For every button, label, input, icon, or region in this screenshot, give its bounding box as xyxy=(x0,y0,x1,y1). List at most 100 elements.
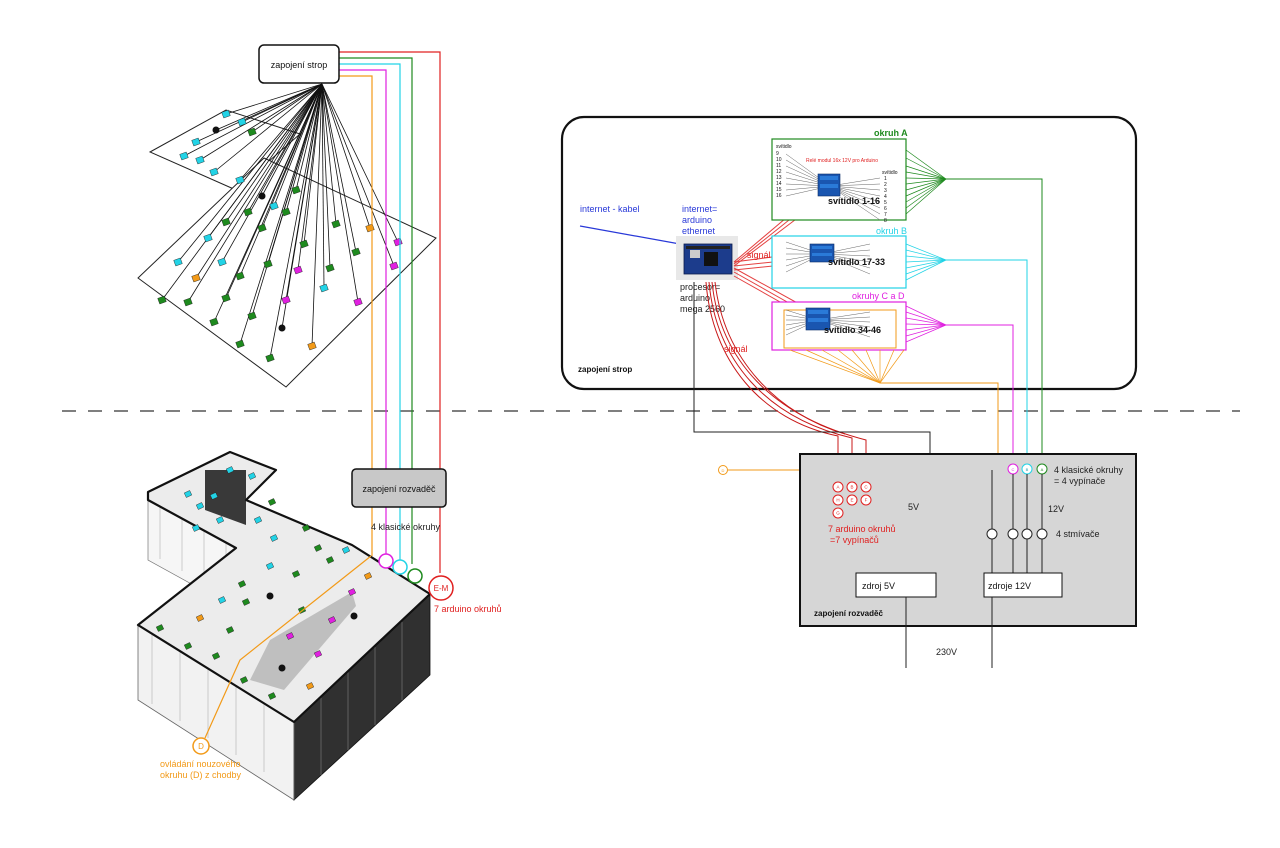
arduino-ethernet-1: internet= xyxy=(682,204,717,214)
ceiling-wire xyxy=(213,83,323,173)
ceiling-light xyxy=(247,311,257,321)
ceiling-wire xyxy=(195,83,323,279)
output-wire xyxy=(905,259,947,275)
output-wire xyxy=(805,349,881,384)
ceiling-light xyxy=(235,175,245,185)
classic-switch-b-label: B xyxy=(1026,467,1029,472)
ceiling-light xyxy=(331,219,341,229)
ceiling-wire xyxy=(321,83,325,289)
circuit-risers xyxy=(338,51,441,573)
ceiling-light xyxy=(265,353,275,363)
ceiling-light xyxy=(183,297,193,307)
psu-12v xyxy=(983,572,1063,598)
output-fans xyxy=(789,149,947,384)
arduino-switch xyxy=(846,481,858,493)
module-a-right-number: 2 xyxy=(884,182,887,188)
output-wire xyxy=(905,171,947,180)
ceiling-light xyxy=(299,239,309,249)
dimmers-label: 4 stmívače xyxy=(1056,529,1100,539)
floor-light xyxy=(241,598,251,606)
floor-light xyxy=(313,650,323,658)
ceiling-plan xyxy=(137,83,437,388)
arduino-switch-line2: =7 vypínačů xyxy=(830,535,879,545)
floor-light xyxy=(285,632,295,640)
ceiling-light xyxy=(221,293,231,303)
floor-light xyxy=(325,556,335,564)
floor-light xyxy=(155,624,165,632)
arduino-circuits-label: 7 arduino okruhů xyxy=(434,604,502,614)
ceiling-light xyxy=(258,192,266,200)
ceiling-wire xyxy=(281,83,323,329)
ceiling-wire xyxy=(213,83,323,323)
arduino-switch xyxy=(832,494,844,506)
arduino-switch-line1: 7 arduino okruhů xyxy=(828,524,896,534)
ceiling-light xyxy=(269,201,279,211)
ceiling-light xyxy=(209,317,219,327)
ceiling-wire xyxy=(239,83,323,277)
panel-title: zapojení rozvaděč xyxy=(814,609,883,618)
dimmer-bus xyxy=(991,470,1043,574)
ceiling-light xyxy=(209,167,219,177)
arduino-board xyxy=(676,236,738,280)
classic-switch-c-label: C xyxy=(1012,467,1015,472)
output-wire xyxy=(905,177,947,180)
dimmer-4 xyxy=(1036,528,1048,540)
ceiling-wire xyxy=(295,83,323,191)
arduino-switch-label: G xyxy=(836,511,840,516)
marker-em-label: E-M xyxy=(434,584,449,593)
output-wire xyxy=(905,311,947,326)
output-wire xyxy=(789,349,881,384)
floor-light xyxy=(327,616,337,624)
marker-c xyxy=(378,553,394,569)
floor-light xyxy=(301,524,311,532)
ceiling-light xyxy=(203,233,213,243)
ceiling-wire xyxy=(321,83,371,229)
ceiling-light xyxy=(263,259,273,269)
emergency-marker-label: D xyxy=(198,742,204,751)
relay-module-cd xyxy=(805,307,831,331)
ceiling-wire xyxy=(251,83,323,317)
ceiling-wire xyxy=(225,83,323,115)
output-wire xyxy=(905,243,947,261)
arduino-switch-label: B xyxy=(850,485,853,490)
ceiling-wire xyxy=(311,83,323,347)
processor-3: mega 2560 xyxy=(680,304,725,314)
module-a-left-number: 10 xyxy=(776,157,782,163)
ceiling-wire xyxy=(199,83,323,161)
output-wire xyxy=(879,349,895,384)
panel-box-label: zapojení rozvaděč xyxy=(362,484,436,494)
floor-light xyxy=(269,534,279,542)
emergency-line xyxy=(204,555,372,739)
output-wire xyxy=(905,157,947,180)
floor-light xyxy=(267,692,277,700)
module-a-right-number: 3 xyxy=(884,188,887,194)
module-a-right-number: 6 xyxy=(884,206,887,212)
ceiling-light xyxy=(173,257,183,267)
ceiling-light xyxy=(307,341,317,351)
arduino-switch xyxy=(846,494,858,506)
arduino-switch xyxy=(832,507,844,519)
ceiling-wire xyxy=(321,83,359,303)
module-a-left-number: 14 xyxy=(776,181,782,187)
lead-b xyxy=(946,259,1028,464)
ceiling-wire xyxy=(321,83,357,253)
panel-d-marker xyxy=(718,465,728,475)
ceiling-wire xyxy=(321,83,331,269)
dimmer-3 xyxy=(1021,528,1033,540)
ceiling-light xyxy=(319,283,329,293)
relay-module-a xyxy=(817,173,841,197)
ceiling-plane-lower xyxy=(137,157,437,388)
arduino-switch-label: H xyxy=(836,498,839,503)
ceiling-light xyxy=(212,126,220,134)
module-a-left-number: 13 xyxy=(776,175,782,181)
ceiling-wire xyxy=(261,83,323,197)
ceiling-light xyxy=(281,295,291,305)
ceiling-light xyxy=(247,127,257,137)
emergency-marker xyxy=(192,737,210,755)
module-cd-title: okruhy C a D xyxy=(852,291,905,301)
emergency-label-2: okruhu (D) z chodby xyxy=(160,770,242,780)
ceiling-wire xyxy=(321,83,337,225)
floor-light xyxy=(195,502,205,510)
